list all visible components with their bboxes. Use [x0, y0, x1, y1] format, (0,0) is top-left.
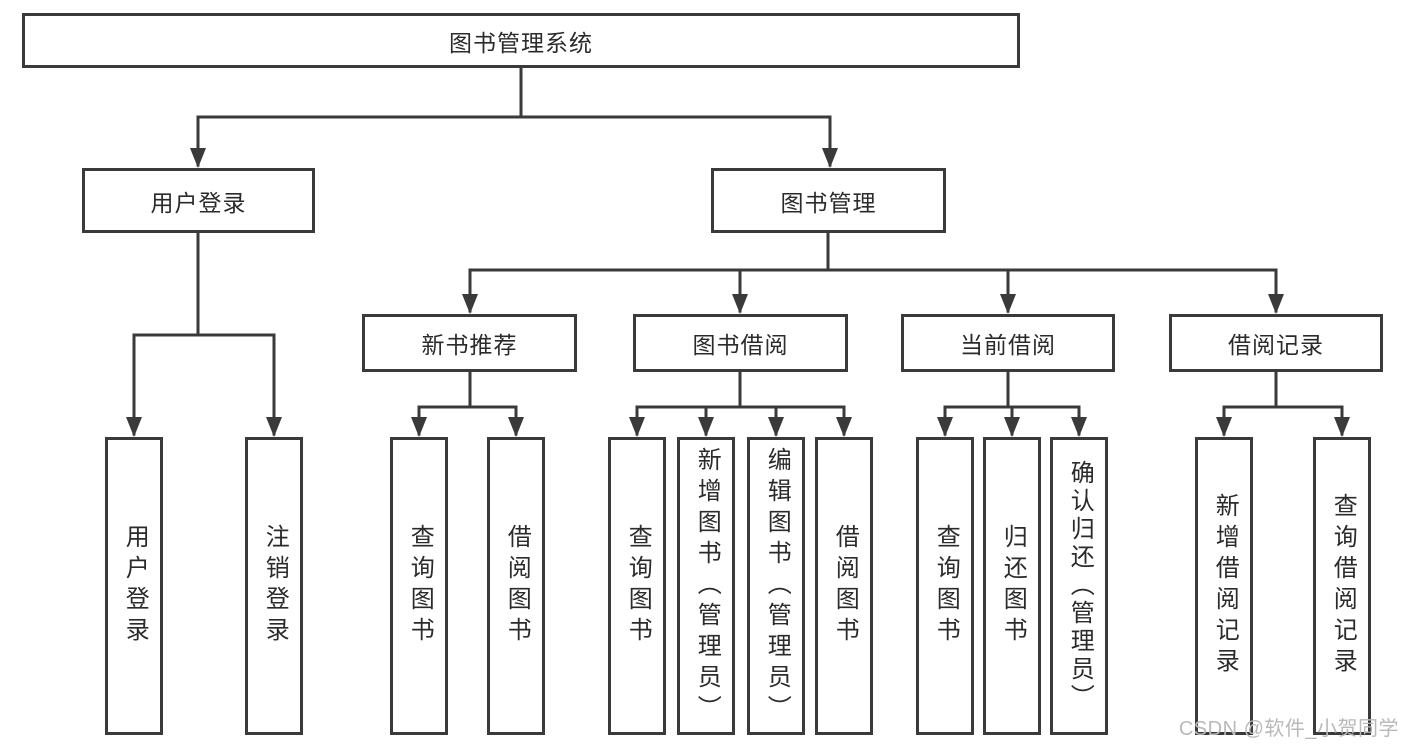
leaf-query-books-recommend-label: 查询图书 [406, 524, 434, 648]
node-book-borrow: 图书借阅 [633, 314, 848, 372]
node-book-borrow-label: 图书借阅 [692, 332, 789, 358]
leaf-edit-book-admin: 编辑图书（管理员） [747, 437, 805, 735]
node-user-login: 用户登录 [82, 168, 315, 233]
csdn-watermark: CSDN @软件_小贺同学 [1178, 718, 1399, 740]
leaf-borrow-books-recommend: 借阅图书 [487, 437, 545, 735]
node-root: 图书管理系统 [22, 13, 1020, 68]
leaf-query-books-borrow-label: 查询图书 [624, 524, 652, 648]
leaf-confirm-return-admin-label: 确认归还（管理员） [1066, 460, 1094, 712]
leaf-return-book-label: 归还图书 [999, 524, 1027, 648]
leaf-borrow-books-recommend-label: 借阅图书 [503, 524, 531, 648]
leaf-user-login-label: 用户登录 [121, 524, 149, 648]
leaf-add-book-admin-label: 新增图书（管理员） [693, 446, 721, 726]
node-book-management-label: 图书管理 [780, 189, 877, 216]
leaf-add-borrow-record: 新增借阅记录 [1195, 437, 1253, 735]
node-book-management: 图书管理 [711, 168, 946, 233]
leaf-query-books-current-label: 查询图书 [932, 524, 960, 648]
leaf-edit-book-admin-label: 编辑图书（管理员） [763, 446, 791, 726]
leaf-return-book: 归还图书 [983, 437, 1041, 735]
node-root-label: 图书管理系统 [449, 29, 593, 56]
leaf-query-books-borrow: 查询图书 [608, 437, 666, 735]
leaf-add-borrow-record-label: 新增借阅记录 [1211, 493, 1239, 679]
leaf-query-books-current: 查询图书 [916, 437, 974, 735]
leaf-query-borrow-record-label: 查询借阅记录 [1329, 493, 1357, 679]
node-borrow-records: 借阅记录 [1169, 314, 1383, 372]
leaf-user-login: 用户登录 [105, 437, 163, 735]
node-user-login-label: 用户登录 [150, 189, 247, 216]
node-current-borrow-label: 当前借阅 [960, 332, 1056, 358]
node-new-book-recommend-label: 新书推荐 [421, 332, 518, 358]
leaf-logout-login: 注销登录 [245, 437, 303, 735]
leaf-confirm-return-admin: 确认归还（管理员） [1050, 437, 1108, 735]
leaf-add-book-admin: 新增图书（管理员） [677, 437, 735, 735]
leaf-logout-login-label: 注销登录 [261, 524, 289, 648]
leaf-query-borrow-record: 查询借阅记录 [1313, 437, 1371, 735]
node-borrow-records-label: 借阅记录 [1228, 332, 1324, 358]
leaf-borrow-books-borrow: 借阅图书 [815, 437, 873, 735]
node-current-borrow: 当前借阅 [901, 314, 1115, 372]
leaf-query-books-recommend: 查询图书 [390, 437, 448, 735]
node-new-book-recommend: 新书推荐 [362, 314, 577, 372]
leaf-borrow-books-borrow-label: 借阅图书 [831, 524, 859, 648]
